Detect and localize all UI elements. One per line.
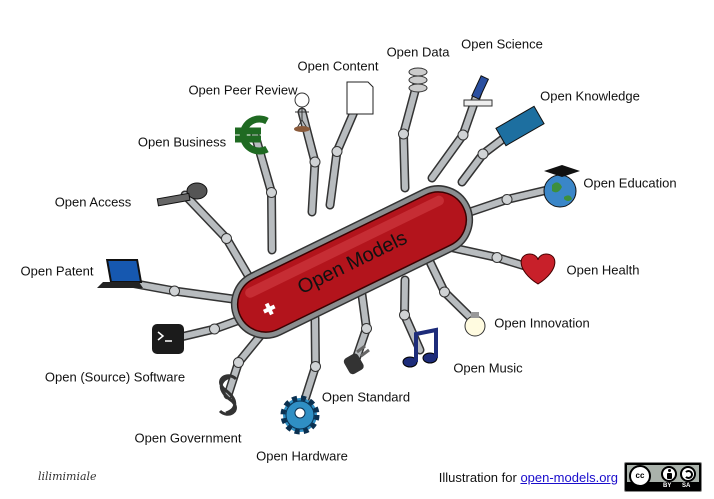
credit-line: Illustration for open-models.org: [439, 470, 618, 485]
label-standard: Open Standard: [321, 389, 411, 405]
label-science: Open Science: [461, 36, 543, 52]
credit-prefix: Illustration for: [438, 470, 521, 485]
tool-arm-innovation: [427, 259, 478, 325]
label-business: Open Business: [137, 134, 227, 150]
knife-body: Open Models: [230, 185, 474, 339]
label-access: Open Access: [54, 194, 132, 210]
tool-arm-access: [182, 192, 255, 285]
label-patent: Open Patent: [20, 263, 94, 279]
laptop-icon: [97, 259, 143, 288]
plug-icon: [343, 344, 370, 375]
sa-label: SA: [682, 483, 691, 489]
label-health: Open Health: [566, 262, 640, 278]
microscope-icon: [463, 75, 493, 107]
share-alike-icon: [680, 466, 696, 482]
label-knowledge: Open Knowledge: [540, 88, 640, 104]
document-icon: [346, 81, 374, 115]
tool-arm-patent: [122, 279, 243, 303]
cc-icon: cc: [629, 465, 651, 487]
artist-signature: lilimimiale: [38, 470, 97, 483]
label-software: Open (Source) Software: [44, 369, 186, 385]
label-data: Open Data: [386, 44, 450, 60]
by-label: BY: [663, 483, 672, 489]
book-icon: [495, 105, 545, 147]
globe-graduation-cap-icon: [543, 165, 580, 208]
euro-icon: [235, 115, 269, 155]
terminal-icon: [152, 324, 184, 354]
label-peer: Open Peer Review: [188, 82, 298, 98]
lightbulb-icon: [464, 312, 486, 337]
label-innovation: Open Innovation: [494, 315, 590, 331]
label-hardware: Open Hardware: [256, 448, 348, 464]
label-content: Open Content: [297, 58, 379, 74]
section-sign-icon: [218, 374, 238, 416]
label-education: Open Education: [583, 175, 677, 191]
swiss-cross-icon: [262, 302, 276, 316]
heart-icon: [520, 253, 556, 285]
by-person-icon: [661, 466, 677, 482]
gear-icon: [280, 395, 320, 435]
label-music: Open Music: [453, 360, 523, 376]
cc-by-sa-badge[interactable]: cc BY SA: [624, 462, 702, 492]
open-models-link[interactable]: open-models.org: [520, 470, 618, 485]
music-note-icon: [402, 327, 438, 368]
database-icon: [408, 67, 428, 93]
reviewer-figure-icon: [294, 92, 310, 132]
key-icon: [156, 182, 208, 207]
label-government: Open Government: [134, 430, 242, 446]
